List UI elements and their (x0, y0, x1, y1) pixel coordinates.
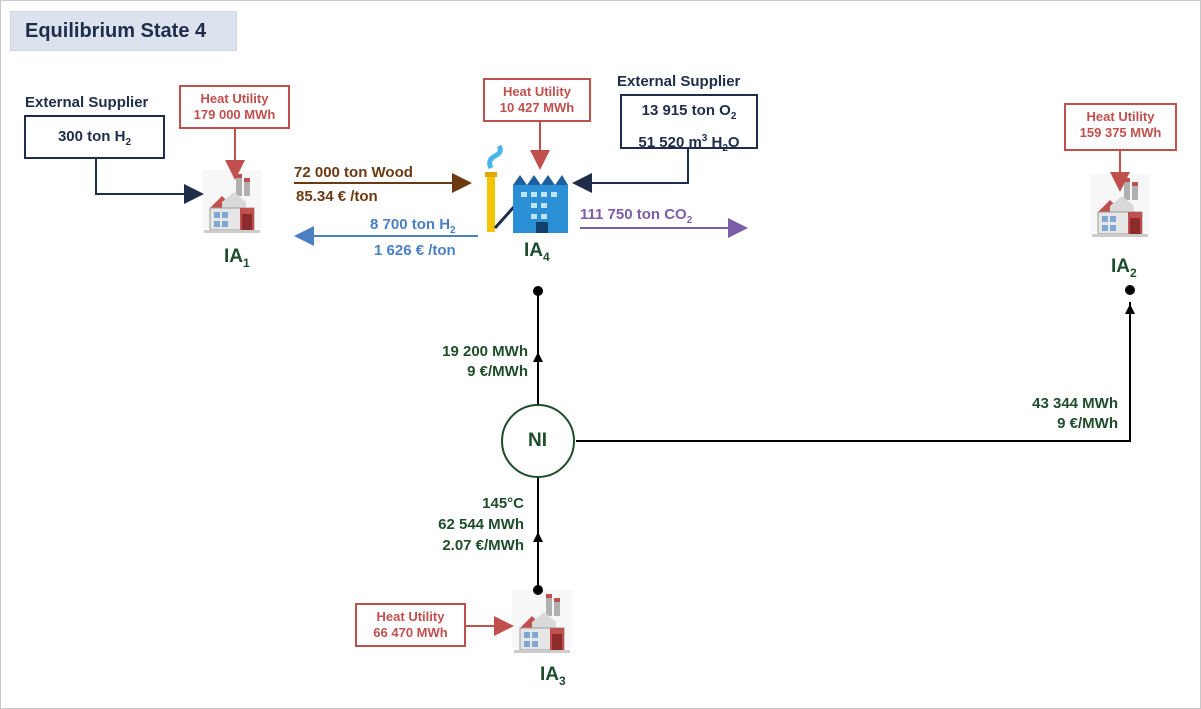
page-title: Equilibrium State 4 (10, 11, 237, 51)
ia3-factory-icon (511, 589, 573, 654)
ia2-heat-label: Heat Utility (1086, 109, 1155, 124)
ia3-to-ni-temperature: 145°C (482, 495, 524, 512)
ia2-heat-value: 159 375 MWh (1079, 125, 1162, 140)
ia4-external-h2o: 51 520 m3 H2O (638, 133, 740, 154)
ia1-external-supplier-label: External Supplier (25, 94, 149, 111)
ia4-external-o2: 13 915 ton O2 (641, 102, 737, 122)
ia4-external-supplier-label: External Supplier (617, 73, 741, 90)
ia4-heat-value: 10 427 MWh (499, 100, 575, 115)
ni-to-ia4-energy: 19 200 MWh (442, 343, 528, 360)
ia4-heat-label: Heat Utility (503, 84, 571, 99)
ni-to-ia2-line (576, 302, 1131, 442)
ia1-external-arrow (95, 158, 204, 204)
ni-to-ia2-price: 9 €/MWh (1057, 415, 1118, 432)
ia4-node-dot (533, 286, 543, 296)
ia3-label: IA3 (540, 664, 566, 688)
co2-flow-amount: 111 750 ton CO2 (580, 206, 693, 226)
ni-label: NI (528, 430, 547, 451)
ia1-label: IA1 (224, 246, 250, 270)
ia3-heat-label: Heat Utility (376, 609, 445, 624)
ia1-heat-label: Heat Utility (200, 91, 269, 106)
wood-flow-price: 85.34 € /ton (296, 188, 378, 205)
ia3-to-ni-price: 2.07 €/MWh (442, 537, 524, 554)
h2-flow-amount: 8 700 ton H2 (370, 216, 456, 236)
ia3-to-ni-energy: 62 544 MWh (438, 516, 524, 533)
ni-to-ia4-price: 9 €/MWh (467, 363, 528, 380)
ia1-external-supplier-box: 300 ton H2 (24, 115, 165, 159)
ia3-node-dot (533, 585, 543, 595)
ia3-heat-utility-box: Heat Utility 66 470 MWh (355, 603, 466, 647)
ia2-node-dot (1125, 285, 1135, 295)
ia1-factory-icon (201, 169, 263, 234)
ia1-heat-value: 179 000 MWh (193, 107, 276, 122)
ia3-heat-value: 66 470 MWh (373, 625, 448, 640)
ia1-heat-utility-box: Heat Utility 179 000 MWh (179, 85, 290, 129)
ia4-heat-utility-box: Heat Utility 10 427 MWh (483, 78, 591, 122)
ni-node (501, 404, 575, 478)
ia2-heat-utility-box: Heat Utility 159 375 MWh (1064, 103, 1177, 151)
ia2-label: IA2 (1111, 256, 1137, 280)
h2-flow-price: 1 626 € /ton (374, 242, 456, 259)
ia4-refinery-icon (485, 144, 568, 233)
wood-flow-amount: 72 000 ton Wood (294, 164, 413, 181)
ia4-label: IA4 (524, 240, 550, 264)
ia4-external-arrow (572, 148, 689, 193)
ia4-external-supplier-box: 13 915 ton O2 51 520 m3 H2O (620, 94, 758, 154)
ni-to-ia2-energy: 43 344 MWh (1032, 395, 1118, 412)
